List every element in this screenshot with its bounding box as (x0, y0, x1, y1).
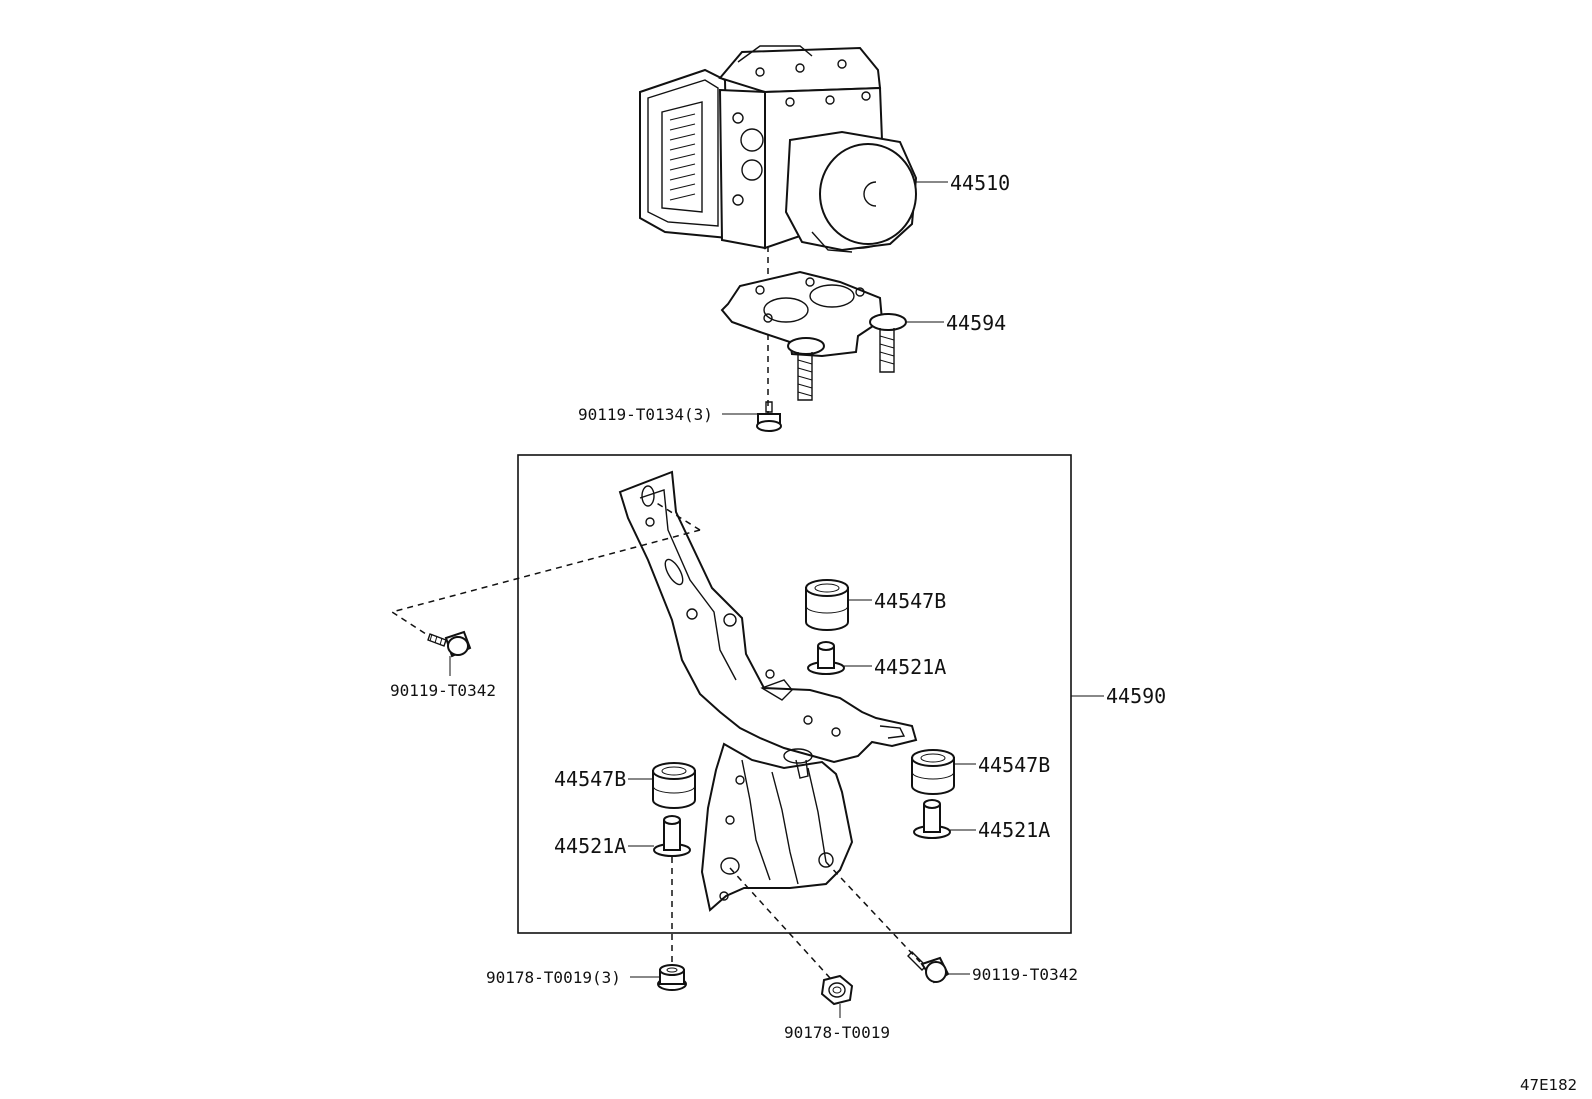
collar-top (807, 641, 845, 675)
label-44510: 44510 (950, 171, 1010, 195)
cushion-left (652, 762, 696, 809)
label-44547b-right: 44547B (978, 753, 1050, 777)
label-90178-t0019-center: 90178-T0019 (784, 1023, 890, 1042)
leader-bolt-right (825, 861, 921, 963)
label-44521a-left: 44521A (554, 834, 626, 858)
bolt-right (907, 951, 950, 984)
label-44547b-left: 44547B (554, 767, 626, 791)
bracket-assembly-frame (517, 454, 1072, 934)
collar-left (653, 815, 691, 857)
label-90119-t0134: 90119-T0134(3) (578, 405, 713, 424)
cushion-right (911, 749, 955, 795)
collar-right (913, 799, 951, 839)
lower-bracket (618, 470, 918, 912)
leader-left-bolt (390, 501, 701, 635)
label-44594: 44594 (946, 311, 1006, 335)
diagram-code: 47E182 (1520, 1076, 1577, 1094)
left-bolt (427, 630, 472, 658)
actuator-bracket (720, 270, 907, 401)
upper-bolt (756, 401, 782, 432)
label-44521a-top: 44521A (874, 655, 946, 679)
leader-lines (449, 181, 1104, 1018)
nut-center (820, 974, 854, 1006)
label-90178-t0019-left: 90178-T0019(3) (486, 968, 621, 987)
label-44521a-right: 44521A (978, 818, 1050, 842)
label-90119-t0342-left: 90119-T0342 (390, 681, 496, 700)
nut-left (657, 964, 687, 991)
label-44547b-top: 44547B (874, 589, 946, 613)
label-44590: 44590 (1106, 684, 1166, 708)
leader-nut-center (729, 867, 831, 979)
label-90119-t0342-right: 90119-T0342 (972, 965, 1078, 984)
brake-actuator (639, 45, 918, 253)
cushion-top (805, 579, 849, 631)
